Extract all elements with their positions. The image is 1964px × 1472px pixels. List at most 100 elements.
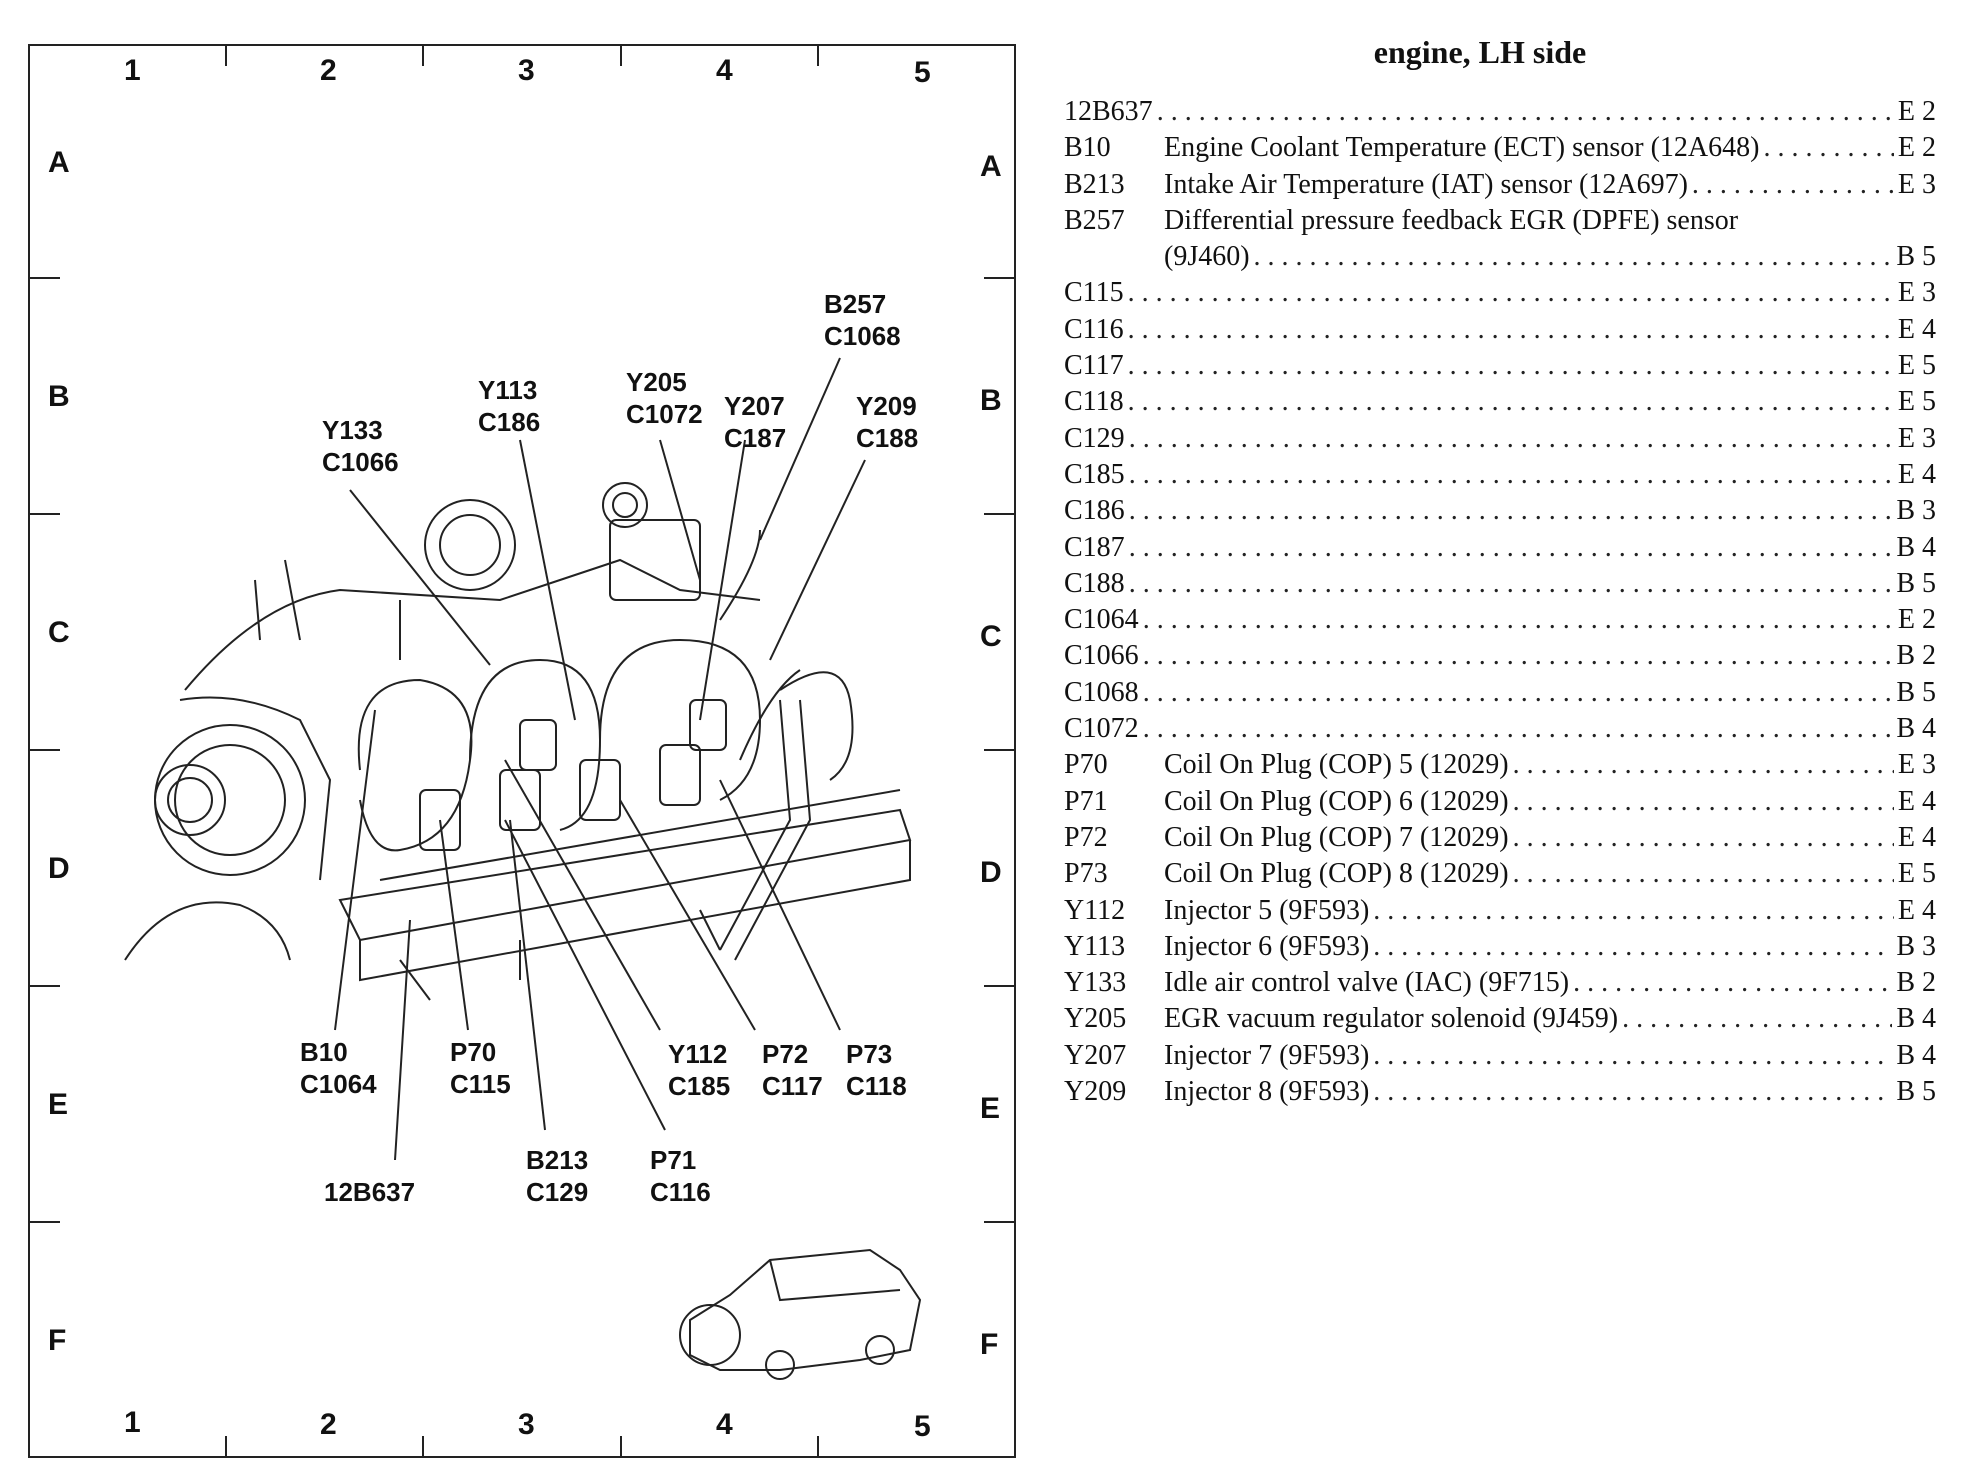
index-row: B10 Engine Coolant Temperature (ECT) sens… (1064, 132, 1936, 168)
leader-dots (1373, 1076, 1892, 1108)
index-row-continued: (9J460)B 5 (1064, 241, 1936, 277)
callout-12b637: 12B637 (324, 1177, 416, 1207)
leader-dots (1128, 314, 1894, 346)
index-desc: Engine Coolant Temperature (ECT) sensor … (1164, 132, 1760, 164)
index-code: C115 (1064, 277, 1124, 309)
index-code: Y112 (1064, 894, 1126, 926)
leader-dots (1129, 495, 1893, 527)
grid-row-label: A (980, 150, 1002, 183)
index-location: E 3 (1897, 168, 1936, 200)
index-code: B257 (1064, 204, 1125, 236)
index-row: C1072B 4 (1064, 713, 1936, 749)
index-location: E 4 (1897, 821, 1936, 853)
leader-dots (1129, 459, 1894, 491)
index-location: E 4 (1897, 785, 1936, 817)
leader-dots (1763, 132, 1893, 164)
index-code: C185 (1064, 458, 1125, 490)
index-location: E 5 (1897, 350, 1936, 382)
leader-dots (1143, 640, 1893, 672)
index-row: C117 E 5 (1064, 350, 1936, 386)
index-location: B 4 (1896, 713, 1936, 745)
index-code: P72 (1064, 821, 1108, 853)
index-row: C129E 3 (1064, 423, 1936, 459)
index-row: C1068 B 5 (1064, 677, 1936, 713)
grid-row-label: E (980, 1092, 1001, 1125)
index-code: Y205 (1064, 1003, 1127, 1035)
index-location: B 5 (1896, 676, 1936, 708)
index-code: C1068 (1064, 676, 1139, 708)
leader-dots (1157, 96, 1894, 128)
leader-dots (1513, 858, 1894, 890)
index-desc: Coil On Plug (COP) 8 (12029) (1164, 858, 1509, 890)
index-code: C1064 (1064, 604, 1139, 636)
index-code: Y207 (1064, 1039, 1127, 1071)
index-location: E 5 (1897, 858, 1936, 890)
grid-row-label: E (48, 1088, 69, 1121)
index-row: Y133 Idle air control valve (IAC) (9F715)… (1064, 967, 1936, 1003)
index-code: C118 (1064, 386, 1124, 418)
index-location: B 5 (1896, 1076, 1936, 1108)
leader-dots (1128, 350, 1894, 382)
index-desc: Coil On Plug (COP) 7 (12029) (1164, 821, 1509, 853)
index-location: B 2 (1896, 640, 1936, 672)
index-code: P71 (1064, 785, 1108, 817)
index-desc: Injector 5 (9F593) (1164, 894, 1370, 926)
index-row: C185E 4 (1064, 459, 1936, 495)
index-location: B 3 (1896, 495, 1936, 527)
leader-dots (1143, 677, 1893, 709)
index-code: C188 (1064, 567, 1125, 599)
grid-col-label: 2 (320, 1408, 337, 1441)
leader-dots (1128, 277, 1894, 309)
index-row: C1064 E 2 (1064, 604, 1936, 640)
index-row: C115E 3 (1064, 277, 1936, 313)
leader-dots (1513, 822, 1894, 854)
index-desc: Injector 7 (9F593) (1164, 1039, 1370, 1071)
index-code: B10 (1064, 132, 1111, 164)
index-code: C117 (1064, 350, 1124, 382)
index-location: E 2 (1897, 604, 1936, 636)
leader-dots (1573, 967, 1892, 999)
grid-col-label: 2 (320, 54, 337, 87)
index-location: E 5 (1897, 386, 1936, 418)
index-location: E 3 (1897, 422, 1936, 454)
leader-dots (1129, 568, 1893, 600)
grid-col-label: 5 (914, 1410, 931, 1443)
grid-row-label: C (980, 620, 1002, 653)
index-location: B 5 (1896, 241, 1936, 273)
index-code: P70 (1064, 749, 1108, 781)
index-code: 12B637 (1064, 96, 1153, 127)
leader-dots (1373, 895, 1894, 927)
grid-col-label: 3 (518, 54, 535, 87)
index-code: Y113 (1064, 930, 1126, 962)
index-row: C116E 4 (1064, 314, 1936, 350)
index-location: E 2 (1897, 96, 1936, 127)
grid-row-label: D (48, 852, 70, 885)
index-location: B 4 (1896, 531, 1936, 563)
index-desc: Differential pressure feedback EGR (DPFE… (1164, 204, 1739, 236)
index-code: Y133 (1064, 967, 1127, 999)
leader-dots (1373, 1040, 1892, 1072)
index-desc: Idle air control valve (IAC) (9F715) (1164, 967, 1570, 999)
index-location: E 2 (1897, 132, 1936, 164)
index-desc: EGR vacuum regulator solenoid (9J459) (1164, 1003, 1619, 1035)
index-code: C186 (1064, 495, 1125, 527)
grid-col-label: 4 (716, 1408, 733, 1441)
index-row: C186 B 3 (1064, 495, 1936, 531)
leader-dots (1129, 532, 1893, 564)
